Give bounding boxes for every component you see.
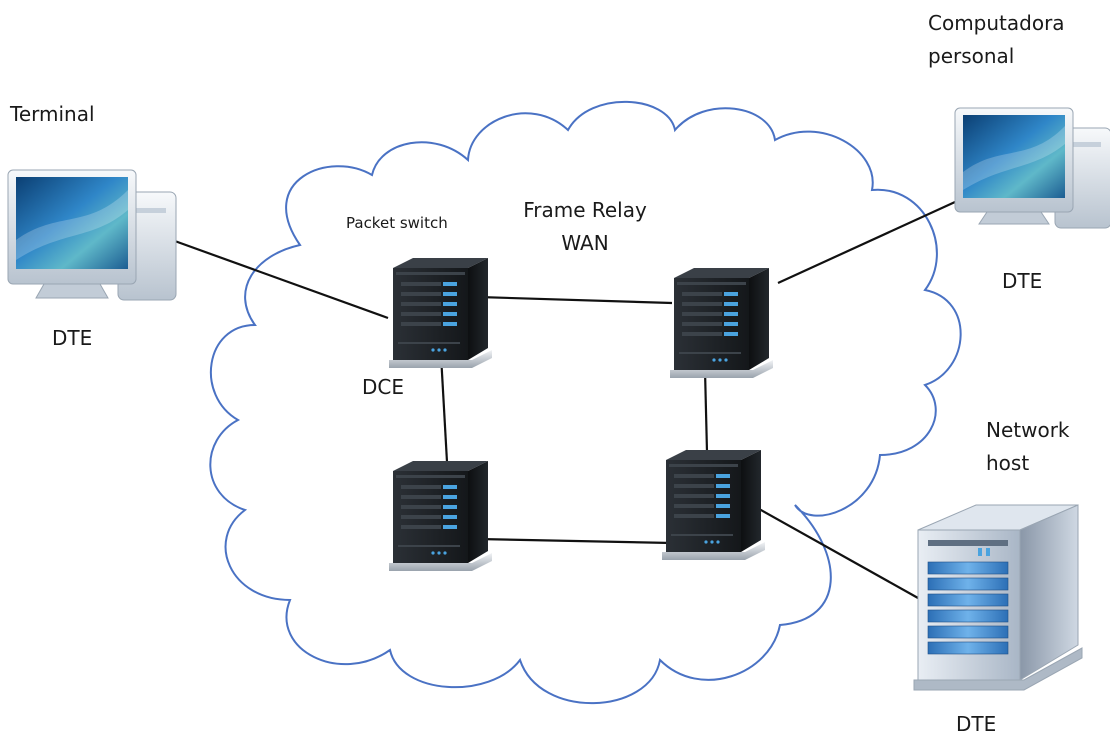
link-switch4-host (751, 504, 919, 599)
packet-switch-label: Packet switch (346, 214, 448, 232)
network-host-label: Network host (986, 414, 1070, 480)
monitor-icon (954, 107, 1110, 229)
link-terminal-switch (171, 238, 389, 320)
cloud-icon (209, 100, 962, 705)
network-host-label-line-2: host (986, 451, 1030, 475)
packet-switch-2 (670, 268, 773, 378)
network-title: Frame Relay WAN (505, 194, 665, 260)
network-title-line-1: Frame Relay (523, 198, 647, 222)
personal-computer-label: Computadora personal (928, 7, 1065, 73)
dce-label: DCE (362, 375, 405, 399)
terminal-role-label: DTE (52, 326, 93, 350)
personal-computer-label-line-2: personal (928, 44, 1015, 68)
packet-switch-3 (389, 461, 492, 571)
links (171, 200, 956, 599)
monitor-icon (7, 169, 177, 301)
personal-computer-role-label: DTE (1002, 269, 1043, 293)
link-switch2-switch4 (703, 369, 709, 453)
link-switch1-switch2 (477, 295, 673, 305)
tower-server-icon (913, 504, 1083, 691)
terminal-label: Terminal (10, 102, 95, 126)
personal-computer-label-line-1: Computadora (928, 11, 1065, 35)
link-switch1-switch3 (439, 354, 449, 463)
link-switch3-switch4 (477, 537, 673, 545)
network-host-role-label: DTE (956, 712, 997, 736)
network-title-line-2: WAN (561, 231, 609, 255)
link-pc-switch2 (777, 200, 956, 285)
network-host-label-line-1: Network (986, 418, 1070, 442)
packet-switch-1 (389, 258, 492, 368)
packet-switch-4 (662, 450, 765, 560)
